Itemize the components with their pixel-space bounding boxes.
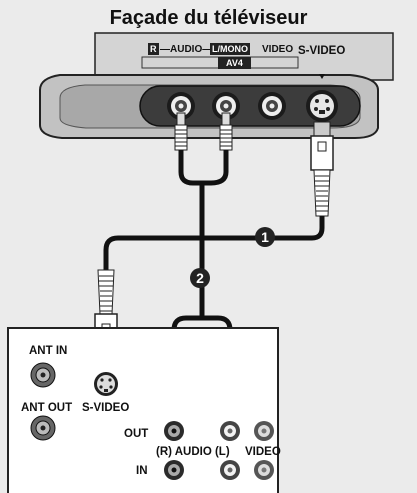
label-lmono: L/MONO	[210, 43, 250, 55]
tv-plug-audio-l	[219, 112, 233, 151]
label-audio: —AUDIO—	[160, 44, 213, 55]
diagram-title: Façade du téléviseur	[109, 7, 308, 29]
svideo-cable	[103, 216, 325, 270]
label-ant-out: ANT OUT	[21, 402, 73, 414]
device-panel	[7, 327, 279, 493]
svideo-arrow-icon	[319, 74, 325, 79]
label-video-tv: VIDEO	[262, 44, 294, 55]
jack-out-audio-l	[220, 421, 240, 441]
jack-ant-out	[30, 415, 56, 441]
label-video-device: VIDEO	[245, 446, 281, 458]
label-in: IN	[136, 465, 148, 477]
cable-number-badge-2: 2	[190, 268, 210, 288]
label-svideo-tv: S-VIDEO	[298, 45, 346, 57]
label-audio-r: R	[148, 43, 159, 55]
tv-jack-svideo	[306, 90, 338, 122]
label-av4: AV4	[218, 57, 251, 69]
tv-plug-svideo	[310, 121, 334, 217]
jack-svideo-device	[94, 372, 118, 396]
tv-plug-audio-r	[174, 112, 188, 151]
audio-cable-tv-split	[178, 150, 229, 186]
jack-in-video	[254, 460, 274, 480]
tv-jack-video	[258, 92, 286, 120]
jack-out-audio-r	[164, 421, 184, 441]
jack-out-video	[254, 421, 274, 441]
label-ant-in: ANT IN	[29, 345, 68, 357]
cable-number-badge-1: 1	[255, 227, 275, 247]
jack-in-audio-l	[220, 460, 240, 480]
tv-jack-audio-l	[212, 92, 240, 120]
audio-cable-device-split	[171, 315, 233, 352]
label-svideo-device: S-VIDEO	[82, 402, 130, 414]
jack-ant-in	[30, 362, 56, 388]
jack-in-audio-r	[164, 460, 184, 480]
label-out: OUT	[124, 428, 149, 440]
label-audio-device: (R) AUDIO (L)	[156, 446, 230, 458]
jack-panel	[139, 85, 361, 127]
tv-jack-audio-r	[167, 92, 195, 120]
